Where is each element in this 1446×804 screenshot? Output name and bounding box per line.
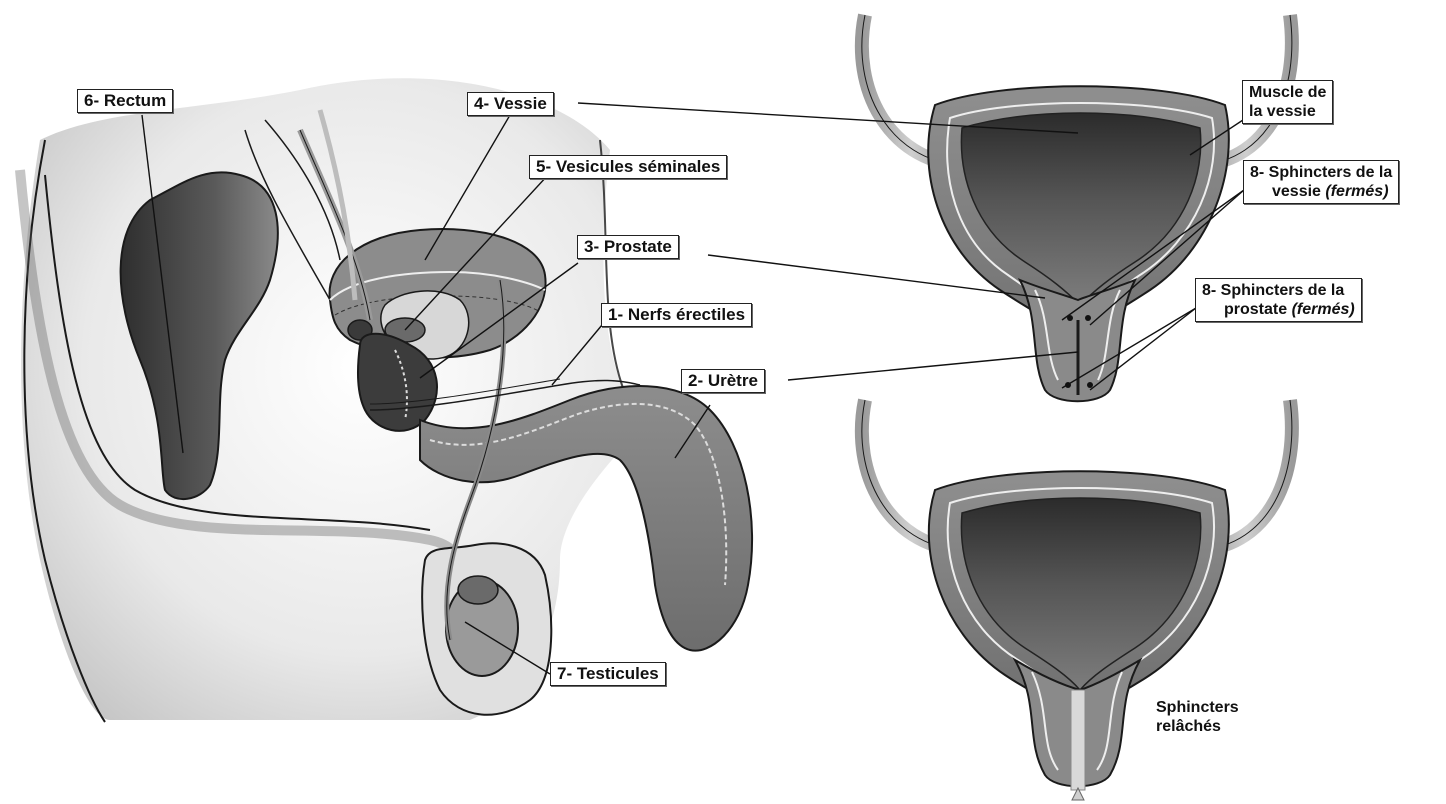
label-muscle-vessie: Muscle de la vessie (1242, 80, 1333, 124)
sphincters-vessie-line1: 8- Sphincters de la (1250, 163, 1392, 182)
sphincters-prostate-state: (fermés) (1292, 301, 1355, 318)
label-testicules: 7- Testicules (550, 662, 666, 686)
muscle-line2: la vessie (1249, 102, 1326, 121)
relaxed-line1: Sphincters (1156, 698, 1239, 717)
label-sphincters-prostate: 8- Sphincters de la prostate (fermés) (1195, 278, 1362, 322)
bladder-closed-diagram (862, 15, 1292, 401)
label-vessie: 4- Vessie (467, 92, 554, 116)
label-vesicules-seminales: 5- Vesicules séminales (529, 155, 727, 179)
relaxed-line2: relâchés (1156, 717, 1239, 736)
muscle-line1: Muscle de (1249, 83, 1326, 102)
sphincters-vessie-state: (fermés) (1325, 183, 1388, 200)
bladder-relaxed-diagram (862, 400, 1292, 800)
label-sphincters-relaches: Sphincters relâchés (1156, 698, 1239, 736)
label-sphincters-vessie: 8- Sphincters de la vessie (fermés) (1243, 160, 1399, 204)
sphincters-prostate-line1: 8- Sphincters de la (1202, 281, 1355, 300)
label-uretre: 2- Urètre (681, 369, 765, 393)
sphincters-prostate-line2: prostate (fermés) (1202, 300, 1355, 319)
label-nerfs-erectiles: 1- Nerfs érectiles (601, 303, 752, 327)
sphincters-vessie-line2: vessie (fermés) (1250, 182, 1392, 201)
sphincters-vessie-word: vessie (1272, 183, 1325, 200)
sphincters-prostate-word: prostate (1224, 301, 1292, 318)
label-prostate: 3- Prostate (577, 235, 679, 259)
label-rectum: 6- Rectum (77, 89, 173, 113)
